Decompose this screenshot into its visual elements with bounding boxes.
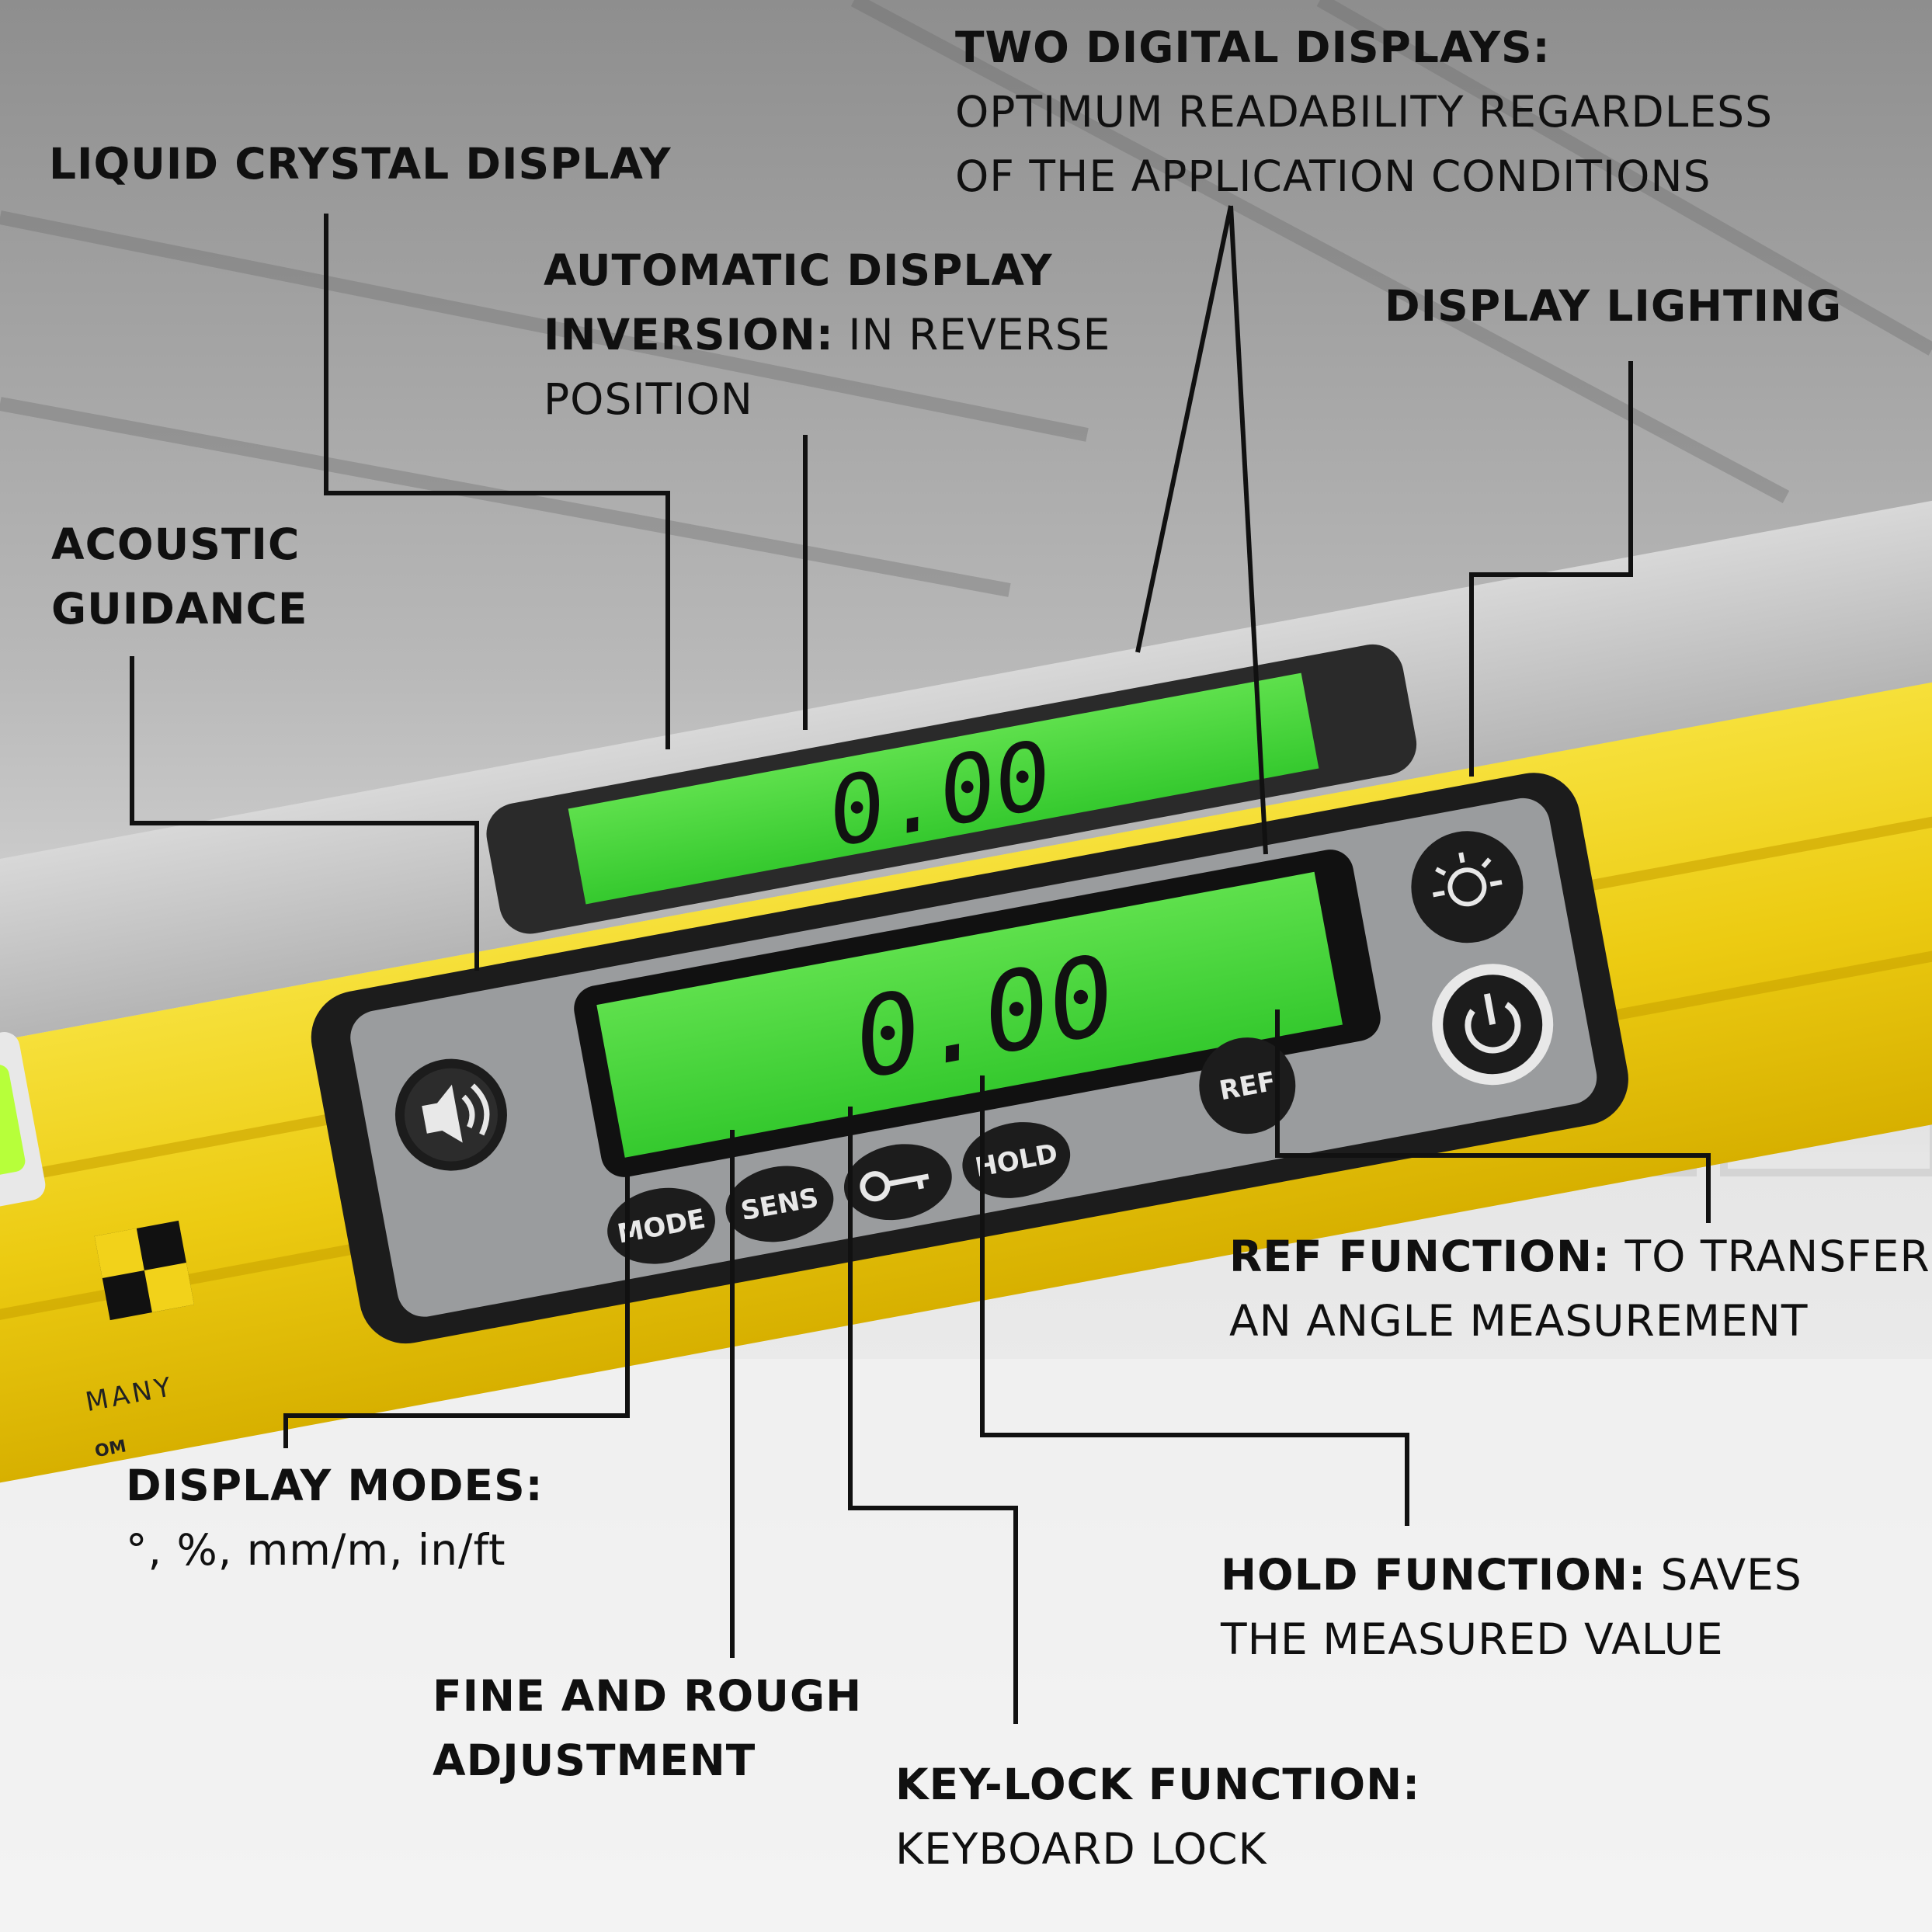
line-two-displays-b	[1228, 205, 1268, 855]
line-keylock	[848, 1107, 1018, 1724]
line-lighting	[1469, 361, 1633, 777]
lighting-button[interactable]	[1402, 822, 1532, 952]
floor	[0, 1359, 1932, 1932]
label-keylock: KEY-LOCK FUNCTION: KEYBOARD LOCK	[895, 1760, 1421, 1874]
label-ref: REF FUNCTION: TO TRANSFER AN ANGLE MEASU…	[1229, 1232, 1930, 1346]
label-two-displays: TWO DIGITAL DISPLAYS: OPTIMUM READABILIT…	[955, 23, 1774, 201]
line-acoustic	[130, 656, 479, 971]
label-modes: DISPLAY MODES: °, %, mm/m, in/ft	[126, 1461, 544, 1575]
light-bulb-icon	[1432, 852, 1503, 907]
sens-button[interactable]: SENS	[719, 1157, 839, 1250]
key-icon	[860, 1171, 930, 1202]
line-modes	[283, 1165, 630, 1448]
label-acoustic: ACOUSTIC GUIDANCE	[51, 519, 308, 634]
label-auto-inversion: AUTOMATIC DISPLAY INVERSION: IN REVERSE …	[544, 245, 1111, 424]
hold-button[interactable]: HOLD	[956, 1114, 1076, 1207]
power-icon	[1465, 993, 1521, 1054]
mode-button[interactable]: MODE	[601, 1180, 721, 1273]
brand-logo	[94, 1220, 194, 1321]
label-hold: HOLD FUNCTION: SAVES THE MEASURED VALUE	[1221, 1550, 1802, 1664]
speaker-icon	[422, 1083, 490, 1143]
label-fine: FINE AND ROUGH ADJUSTMENT	[433, 1671, 863, 1785]
label-lcd: LIQUID CRYSTAL DISPLAY	[49, 139, 672, 189]
label-lighting: DISPLAY LIGHTING	[1385, 281, 1843, 331]
line-two-displays-a	[1135, 205, 1233, 653]
lower-lcd	[596, 871, 1343, 1158]
line-lcd	[324, 214, 670, 749]
line-ref	[1275, 1009, 1711, 1223]
line-hold	[980, 1075, 1409, 1526]
upper-lcd	[568, 672, 1319, 905]
ref-button[interactable]: REF	[1191, 1030, 1304, 1142]
